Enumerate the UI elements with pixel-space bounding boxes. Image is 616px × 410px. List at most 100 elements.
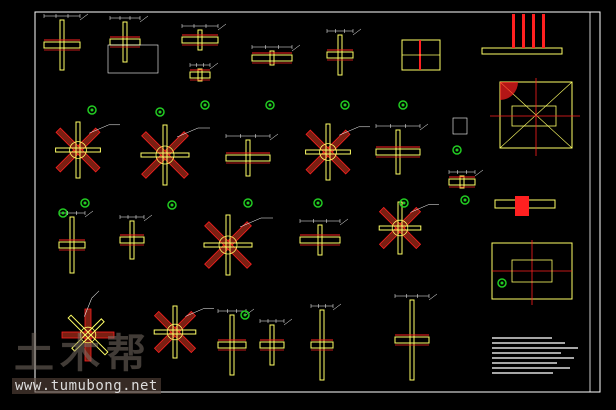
- beam-member: [181, 36, 219, 44]
- detail-marker-dot: [500, 281, 504, 285]
- column-footprint-2: [511, 259, 553, 283]
- beam-member: [251, 54, 293, 62]
- detail-3: [181, 23, 227, 51]
- gusset-plate: [79, 326, 97, 344]
- column-member: [245, 139, 251, 177]
- beam-member: [109, 38, 141, 46]
- detail-10: [305, 123, 370, 181]
- beam-member: [310, 341, 334, 349]
- line: [139, 15, 149, 23]
- column-member: [122, 21, 128, 63]
- anchor-bolt: [532, 14, 535, 48]
- detail-marker-dot: [83, 201, 87, 205]
- detail-5: [251, 44, 301, 66]
- beam-member: [259, 341, 285, 349]
- detail-21: [259, 318, 293, 366]
- detail-17: [378, 201, 439, 255]
- column-member: [269, 50, 275, 66]
- gusset-plate: [69, 141, 87, 159]
- detail-marker-dot: [401, 103, 405, 107]
- beam-member: [299, 236, 341, 244]
- detail-marker-icon: [240, 310, 250, 320]
- detail-4: [189, 62, 219, 82]
- anchor-bolt: [522, 14, 525, 48]
- detail-marker-dot: [455, 148, 459, 152]
- detail-marker-icon: [87, 105, 97, 115]
- line: [176, 127, 199, 138]
- column-member: [337, 34, 343, 76]
- detail-18: [61, 290, 115, 362]
- beam-member: [119, 236, 145, 244]
- detail-1: [43, 13, 89, 71]
- detail-13: [58, 210, 94, 274]
- detail-6: [326, 28, 362, 76]
- detail-8: [140, 124, 210, 186]
- column-member: [325, 123, 331, 181]
- beam-member: [153, 329, 197, 335]
- line: [91, 290, 100, 299]
- beam-member: [448, 178, 476, 186]
- detail-marker-icon: [340, 100, 350, 110]
- gusset-plate: [166, 323, 184, 341]
- detail-marker-dot: [343, 103, 347, 107]
- detail-marker-dot: [316, 201, 320, 205]
- column-member: [409, 299, 415, 381]
- detail-marker-icon: [155, 107, 165, 117]
- beam-member: [378, 225, 422, 231]
- column-member: [395, 129, 401, 175]
- line: [419, 123, 429, 131]
- detail-14: [119, 214, 153, 260]
- column-member: [229, 314, 235, 376]
- beam-member: [58, 241, 86, 249]
- detail-marker-dot: [90, 108, 94, 112]
- line: [291, 44, 301, 52]
- detail-marker-dot: [268, 103, 272, 107]
- beam-member: [394, 336, 430, 344]
- column-member: [75, 121, 81, 179]
- column-member: [269, 324, 275, 366]
- column-member: [67, 314, 109, 356]
- detail-marker-icon: [313, 198, 323, 208]
- detail-9: [225, 133, 279, 177]
- column-stub: [515, 196, 529, 216]
- gusset-plate: [218, 235, 238, 255]
- detail-marker-icon: [497, 278, 507, 288]
- column-member: [319, 309, 325, 381]
- column-member: [197, 29, 203, 51]
- beam-member: [43, 41, 81, 49]
- line: [245, 308, 255, 316]
- line: [410, 204, 429, 213]
- detail-marker-icon: [200, 100, 210, 110]
- column-member: [197, 68, 203, 82]
- gusset-plate: [391, 219, 409, 237]
- detail-marker-dot: [243, 313, 247, 317]
- watermark-logo: 土木帮: [14, 331, 152, 377]
- detail-marker-dot: [170, 203, 174, 207]
- line: [143, 214, 153, 222]
- beam-member: [326, 51, 354, 59]
- line: [84, 298, 92, 317]
- line: [185, 308, 204, 317]
- anchor-bolt: [542, 14, 545, 48]
- stiffener-detail: [500, 82, 518, 100]
- line: [339, 126, 359, 136]
- drawing-frame: [34, 11, 601, 393]
- beam-member: [203, 242, 253, 248]
- detail-marker-dot: [246, 201, 250, 205]
- detail-11: [375, 123, 429, 175]
- detail-marker-dot: [402, 201, 406, 205]
- base-plate: [481, 47, 563, 55]
- detail-16: [299, 218, 349, 256]
- gusset-plate: [319, 143, 337, 161]
- detail-marker-dot: [463, 198, 467, 202]
- column-member: [459, 175, 465, 189]
- line: [217, 23, 227, 31]
- anchor-bolt: [512, 14, 515, 48]
- beam-member: [305, 149, 351, 155]
- line: [474, 169, 484, 177]
- line: [89, 124, 109, 134]
- watermark-url: www.tumubong.net: [12, 378, 161, 394]
- column-member: [69, 216, 75, 274]
- column-member: [225, 214, 231, 276]
